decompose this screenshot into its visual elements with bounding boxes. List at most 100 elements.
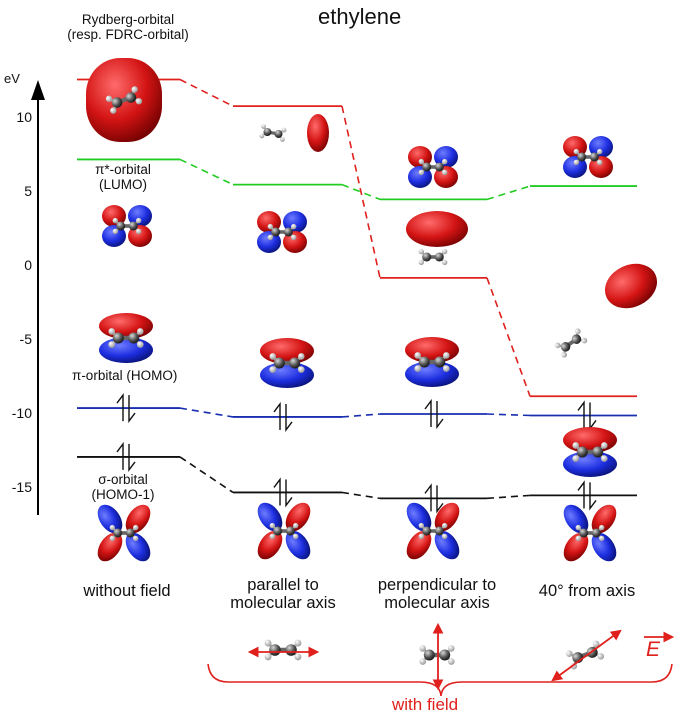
hydrogen-atom [264,653,272,661]
red-lobe [405,337,459,363]
hydrogen-atom [566,650,573,657]
hydrogen-atom [109,535,115,542]
homo1-connector [486,494,531,500]
hydrogen-atom [418,248,424,255]
hydrogen-atom [269,533,275,540]
carbon-atom [591,528,601,538]
tick-label: -5 [19,331,32,347]
hydrogen-atom [137,328,144,335]
hydrogen-atom [418,158,424,165]
carbon-atom [560,342,571,352]
column-label-parallel: parallel to molecular axis [220,576,346,612]
hydrogen-atom [294,639,302,647]
carbon-atom [263,128,272,137]
hydrogen-atom [136,228,142,235]
rydberg-label: Rydberg-orbital (resp. FDRC-orbital) [52,12,204,43]
hydrogen-atom [572,442,579,449]
hydrogen-atom [280,137,285,142]
homo1-connector [341,491,381,500]
hydrogen-atom [293,522,299,529]
rydberg-lobe [307,114,329,152]
spin-up-arrow [424,483,432,512]
hydrogen-atom [293,533,299,540]
hydrogen-atom [418,533,424,540]
carbon-atom [422,526,432,536]
red-lobe [283,231,307,253]
with-field-label: with field [392,695,459,714]
carbon-atom [423,649,435,661]
carbon-atom [269,644,281,656]
orbital-isosurfaces [86,58,658,691]
hydrogen-atom [418,522,424,529]
rydberg-label-line1: Rydberg-orbital [81,12,175,27]
hydrogen-atom [108,328,115,335]
hydrogen-atom [269,366,276,373]
carbon-atom [571,334,582,344]
hydrogen-atom [112,217,118,224]
hydrogen-atom [269,522,275,529]
blue-lobe [405,361,459,387]
red-lobe [408,146,432,168]
column-label-perpendicular: perpendicular to molecular axis [362,576,512,612]
rydberg-connector [486,277,531,397]
red-lobe [434,502,460,532]
tick-label: -15 [11,479,32,495]
ethylene-molecule [418,522,448,540]
red-lobe [406,530,432,560]
blue-lobe [285,530,311,560]
hydrogen-atom [597,148,603,155]
spin-up-arrow [273,401,281,430]
carbon-atom [113,528,123,538]
rydberg-label-line2: (resp. FDRC-orbital) [67,26,189,42]
homo1-label-line1: σ-orbital [98,472,148,487]
carbon-atom [116,221,126,231]
red-lobe [285,502,311,532]
blue-lobe [406,502,432,532]
column-label-line1: perpendicular to [377,576,497,594]
red-lobe [591,504,617,534]
ethylene-molecule [108,328,144,348]
hydrogen-atom [448,645,455,652]
hydrogen-atom [599,535,605,542]
hydrogen-atom [133,524,139,531]
hydrogen-atom [112,228,118,235]
red-lobe [563,532,589,562]
hydrogen-atom [442,158,448,165]
hydrogen-atom [419,645,426,652]
blue-lobe [97,504,123,534]
red-lobe [434,166,458,188]
hydrogen-atom [448,658,455,665]
carbon-atom [592,446,604,458]
ethylene-molecule [269,353,305,373]
carbon-atom [589,152,599,162]
hydrogen-atom [414,352,421,359]
homo-connector [486,413,531,417]
carbon-atom [112,332,124,344]
rydberg-connector [179,78,234,107]
carbon-atom [434,526,444,536]
hydrogen-atom [581,337,588,344]
homo-label: π-orbital (HOMO) [72,368,178,383]
blue-lobe [257,231,281,253]
ethylene-molecule [259,124,287,142]
with-field-bracket [207,663,673,697]
hydrogen-atom [418,259,424,266]
hydrogen-atom [561,351,568,358]
red-lobe [125,504,151,534]
tick-label: 10 [16,109,32,125]
spin-up-arrow [577,480,585,509]
hydrogen-atom [573,148,579,155]
ethylene-molecule [414,352,450,372]
blue-lobe [257,502,283,532]
axis-unit: eV [4,71,20,86]
rydberg-lobe [604,263,658,309]
spin-up-arrow [116,392,124,422]
blue-lobe [408,166,432,188]
hydrogen-atom [597,653,604,660]
hydrogen-atom [597,159,603,166]
hydrogen-atom [573,159,579,166]
hydrogen-atom [264,639,272,647]
hydrogen-atom [443,352,450,359]
rydberg-lobe [406,211,468,247]
